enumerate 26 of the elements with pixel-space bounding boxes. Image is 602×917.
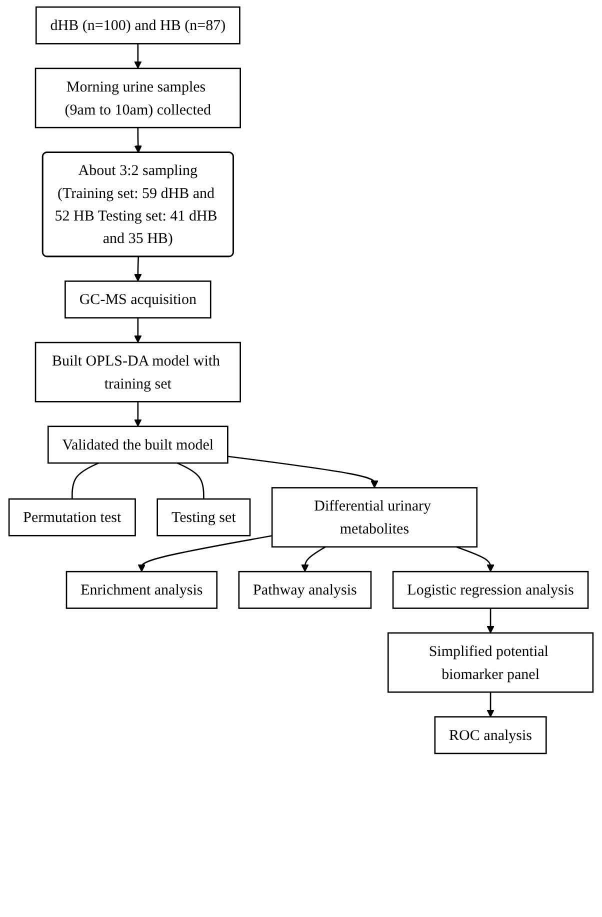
arrow <box>134 128 142 154</box>
node-box: dHB (n=100) and HB (n=87) <box>35 6 240 44</box>
node-box: Differential urinary metabolites <box>271 487 478 548</box>
arrow <box>486 608 494 634</box>
arrow <box>228 456 378 488</box>
arrow <box>134 256 142 282</box>
node-box: Testing set <box>156 498 251 536</box>
arrow <box>134 402 142 427</box>
arrow <box>134 44 142 69</box>
node-box: Enrichment analysis <box>66 570 218 609</box>
node-box: Pathway analysis <box>238 570 372 609</box>
arrow <box>486 692 494 718</box>
node-box: GC-MS acquisition <box>64 280 212 318</box>
node-box: Permutation test <box>8 498 136 536</box>
arrow <box>138 535 272 572</box>
connector <box>72 462 99 499</box>
node-box: Logistic regression analysis <box>392 570 589 609</box>
arrow <box>301 546 326 572</box>
node-box: Built OPLS-DA model with training set <box>34 342 241 402</box>
arrow <box>456 546 494 572</box>
connector <box>176 462 204 499</box>
node-box: Morning urine samples (9am to 10am) collected <box>34 68 241 128</box>
node-box: Validated the built model <box>47 426 228 464</box>
node-box: ROC analysis <box>434 716 547 754</box>
node-box: Simplified potential biomarker panel <box>387 632 594 693</box>
arrow <box>134 318 142 343</box>
